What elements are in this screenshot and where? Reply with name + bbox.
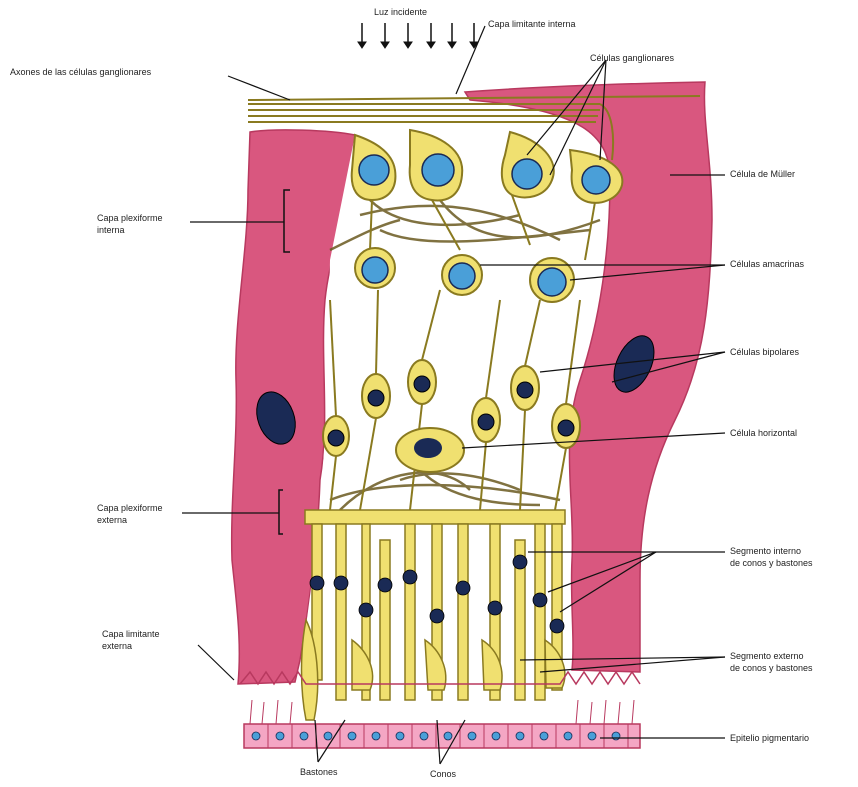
inner-segment-label-line1: Segmento interno xyxy=(730,545,813,557)
bipolar-cells-label: Células bipolares xyxy=(730,346,799,358)
inner-plexiform-label: Capa plexiforme interna xyxy=(97,212,163,236)
cones-label: Conos xyxy=(430,768,456,780)
ganglion-axons-label: Axones de las células ganglionares xyxy=(10,66,151,78)
outer-limiting-label-line2: externa xyxy=(102,640,160,652)
incident-light-label: Luz incidente xyxy=(374,6,427,18)
outer-plexiform-label-line2: externa xyxy=(97,514,163,526)
outer-plexiform-label-line1: Capa plexiforme xyxy=(97,502,163,514)
ganglion-cells-label: Células ganglionares xyxy=(590,52,674,64)
incident-light-arrows xyxy=(358,23,478,48)
pigment-epithelium-label: Epitelio pigmentario xyxy=(730,732,809,744)
outer-plexiform-band xyxy=(305,510,565,524)
horizontal-cell-nucleus xyxy=(414,438,442,458)
horizontal-cell-label: Célula horizontal xyxy=(730,427,797,439)
rods-label: Bastones xyxy=(300,766,338,778)
outer-limiting-label: Capa limitante externa xyxy=(102,628,160,652)
outer-segment-label-line2: de conos y bastones xyxy=(730,662,813,674)
amacrine-cells-label: Células amacrinas xyxy=(730,258,804,270)
inner-segment-label-line2: de conos y bastones xyxy=(730,557,813,569)
inner-segment-label: Segmento interno de conos y bastones xyxy=(730,545,813,569)
inner-plexiform-label-line1: Capa plexiforme xyxy=(97,212,163,224)
muller-cell-label: Célula de Müller xyxy=(730,168,795,180)
outer-segment-label: Segmento externo de conos y bastones xyxy=(730,650,813,674)
outer-plexiform-label: Capa plexiforme externa xyxy=(97,502,163,526)
inner-plexiform-label-line2: interna xyxy=(97,224,163,236)
outer-limiting-label-line1: Capa limitante xyxy=(102,628,160,640)
outer-segment-label-line1: Segmento externo xyxy=(730,650,813,662)
inner-limiting-membrane-label: Capa limitante interna xyxy=(488,18,576,30)
